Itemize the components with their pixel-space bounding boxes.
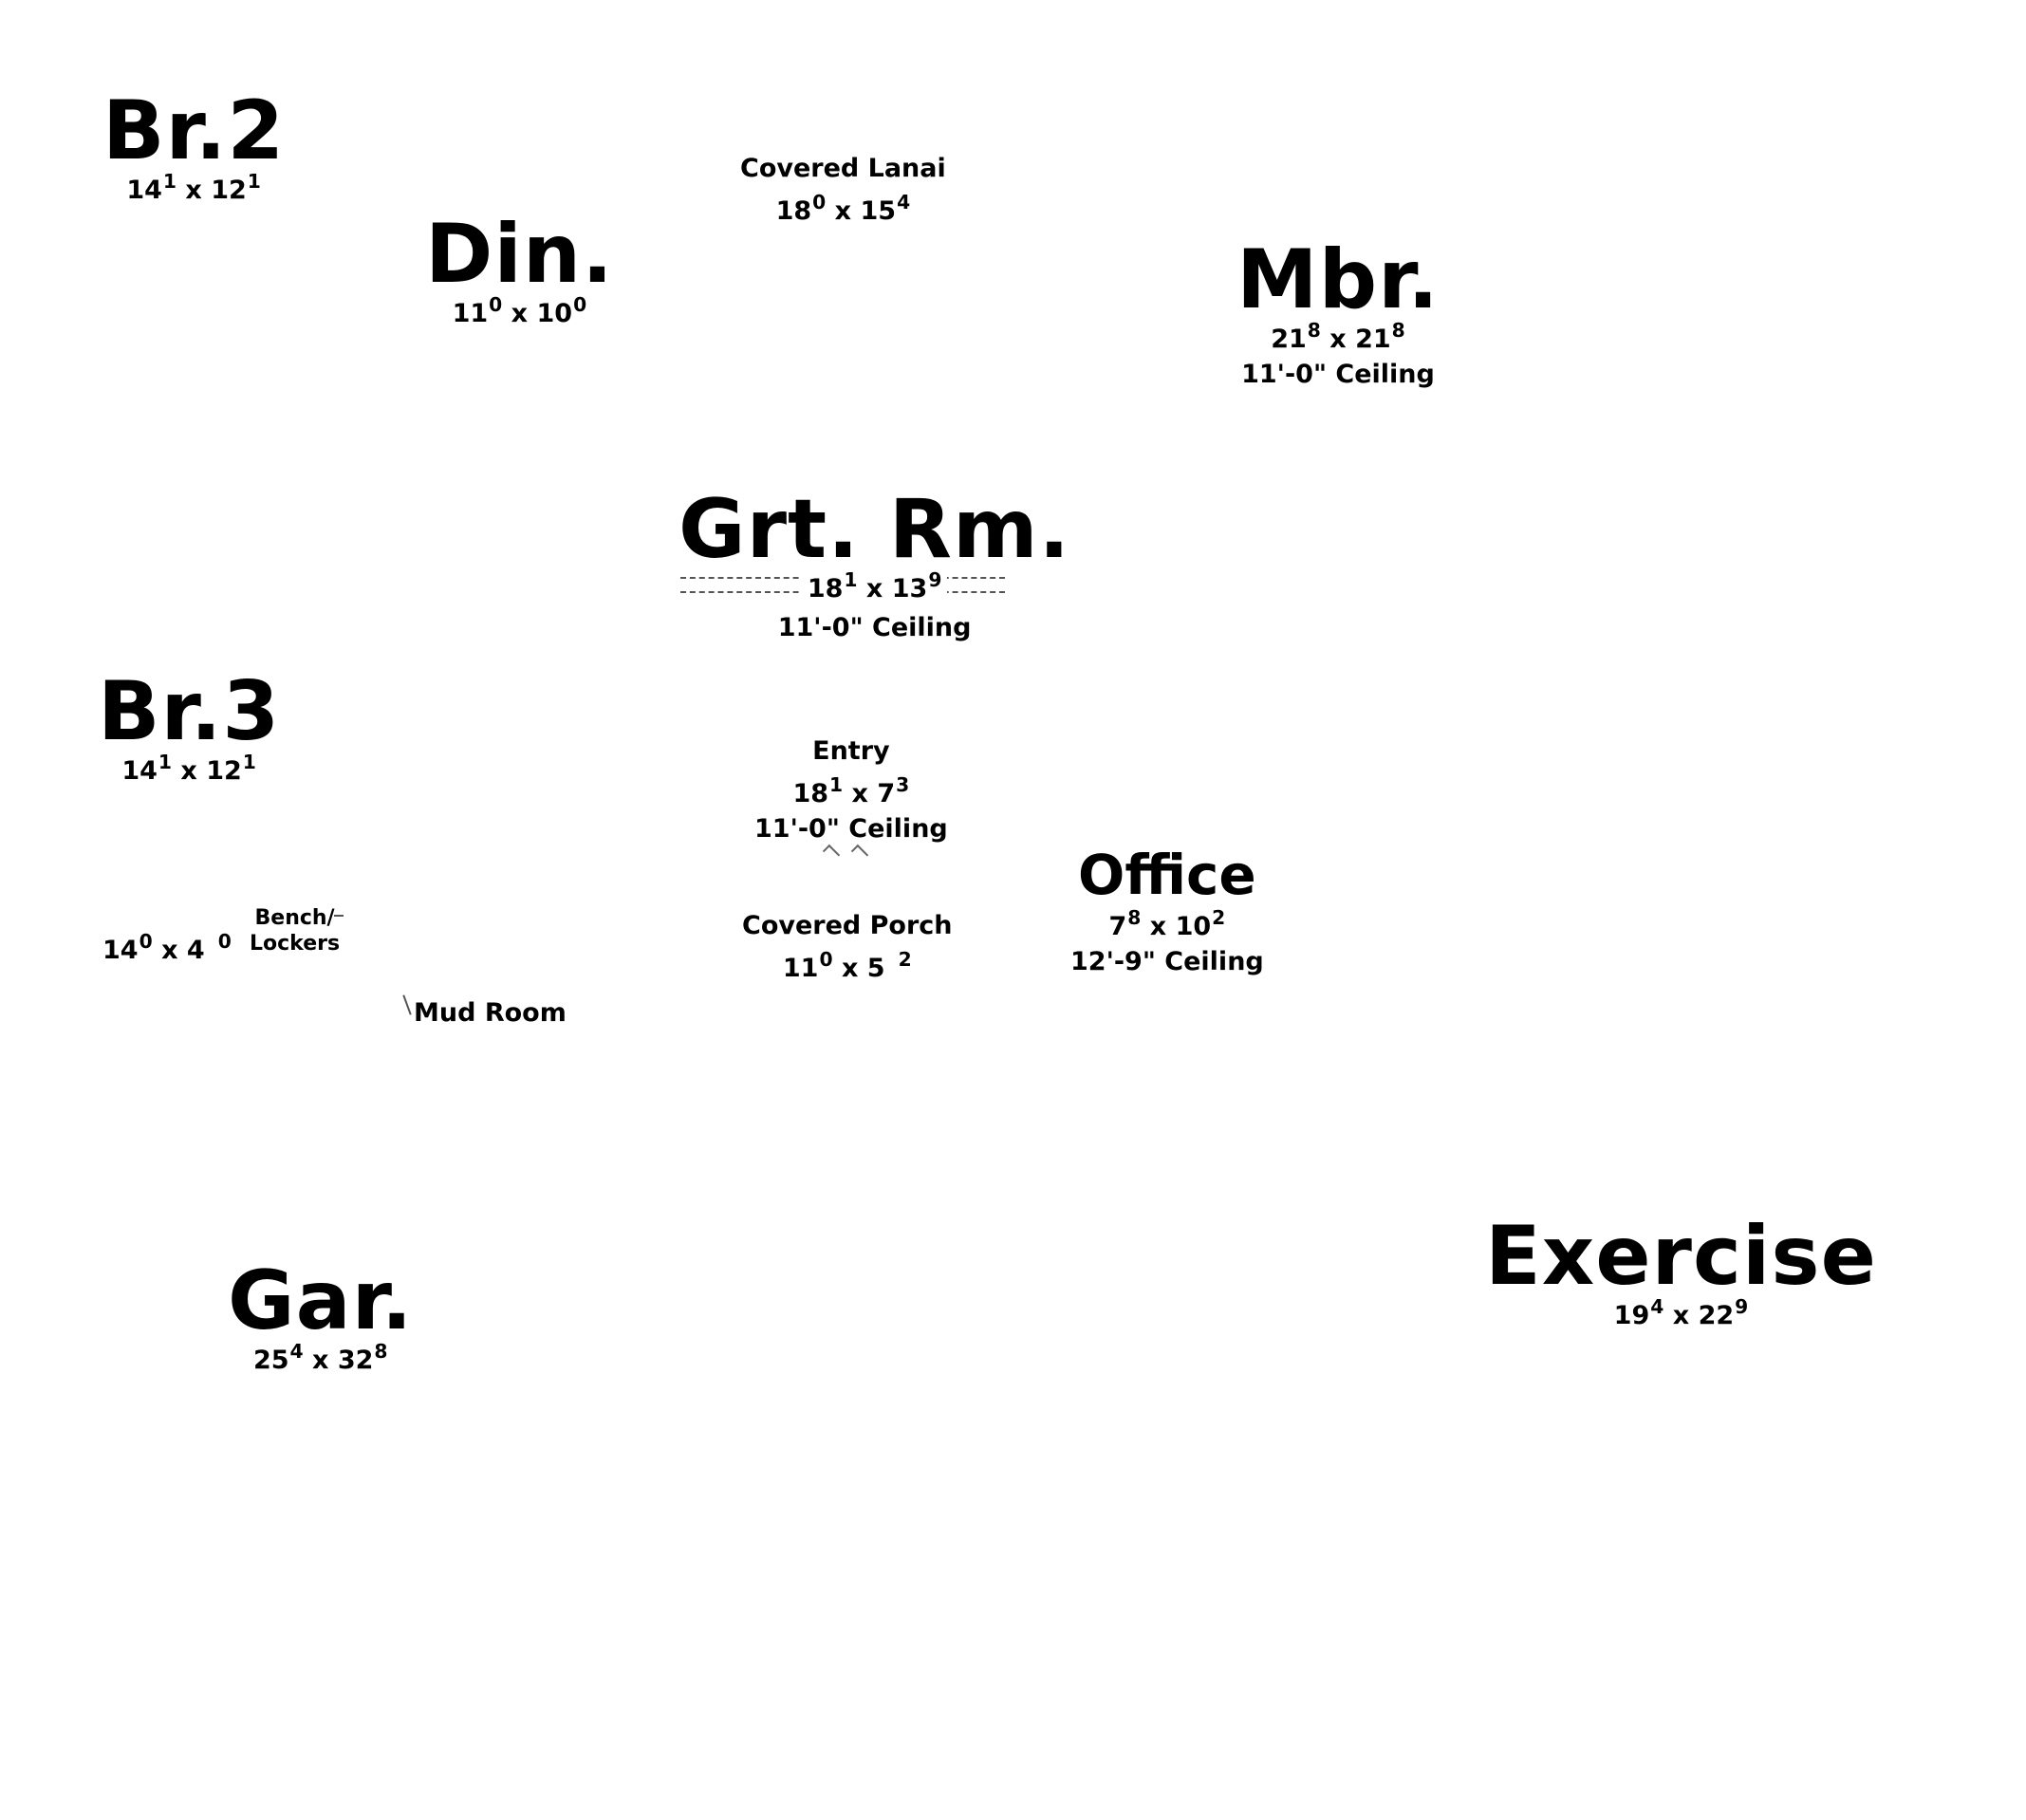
- door-swing-mark: [822, 844, 841, 863]
- label-line: Lockers: [250, 932, 341, 956]
- room-dimensions: 110 x 100: [452, 292, 587, 328]
- room-dimensions: 141 x 121: [121, 750, 256, 786]
- leader-mark: [402, 994, 412, 1015]
- room-label-office: Office 78 x 102 12'-9" Ceiling: [1070, 847, 1264, 975]
- leader-mark: [334, 915, 344, 917]
- room-label-garage: Gar. 254 x 328: [228, 1260, 413, 1373]
- room-ceiling: 11'-0" Ceiling: [777, 613, 972, 642]
- room-label-br2: Br.2 141 x 121: [102, 90, 285, 203]
- room-dimensions: 181 x 73: [792, 772, 910, 808]
- room-label-exercise: Exercise 194 x 229: [1485, 1216, 1877, 1328]
- room-label-mbr: Mbr. 218 x 218 11'-0" Ceiling: [1236, 239, 1440, 387]
- room-dimensions: 218 x 218: [1271, 318, 1405, 354]
- room-name: Din.: [425, 207, 614, 302]
- room-name: Covered Lanai: [740, 154, 946, 183]
- room-label-mud-room: Mud Room: [414, 1000, 567, 1026]
- room-name: Exercise: [1485, 1209, 1877, 1304]
- room-name: Mbr.: [1236, 232, 1440, 327]
- door-swing-mark: [850, 844, 869, 863]
- room-label-covered-lanai: Covered Lanai 180 x 154: [740, 156, 946, 224]
- room-name: Gar.: [228, 1254, 414, 1348]
- room-ceiling: 11'-0" Ceiling: [1241, 360, 1435, 389]
- room-name: Mud Room: [414, 998, 567, 1028]
- bench-lockers-label: Bench/ Lockers: [250, 905, 340, 956]
- room-name: Br.3: [98, 664, 281, 759]
- room-label-great-room: Grt. Rm. 181 x 139 11'-0" Ceiling: [678, 489, 1070, 641]
- room-ceiling: 11'-0" Ceiling: [754, 814, 948, 844]
- room-label-entry: Entry 181 x 73 11'-0" Ceiling: [754, 738, 948, 842]
- room-name: Grt. Rm.: [678, 482, 1071, 577]
- room-name: Office: [1078, 843, 1256, 907]
- room-label-din: Din. 110 x 100: [425, 214, 614, 326]
- room-dimensions: 180 x 154: [775, 190, 911, 226]
- room-ceiling: 12'-9" Ceiling: [1070, 947, 1264, 976]
- room-name: Entry: [812, 736, 890, 766]
- label-line: Bench/: [254, 906, 335, 930]
- room-dimensions: 254 x 328: [252, 1339, 388, 1375]
- room-dimensions: 78 x 102: [1108, 905, 1226, 941]
- room-label-br3: Br.3 141 x 121: [98, 671, 280, 784]
- room-name: Br.2: [102, 84, 286, 178]
- room-dimensions: 194 x 229: [1613, 1294, 1749, 1330]
- room-dimensions: 181 x 139: [801, 570, 948, 602]
- room-name: Covered Porch: [742, 911, 953, 940]
- room-dimensions: 141 x 121: [126, 169, 261, 205]
